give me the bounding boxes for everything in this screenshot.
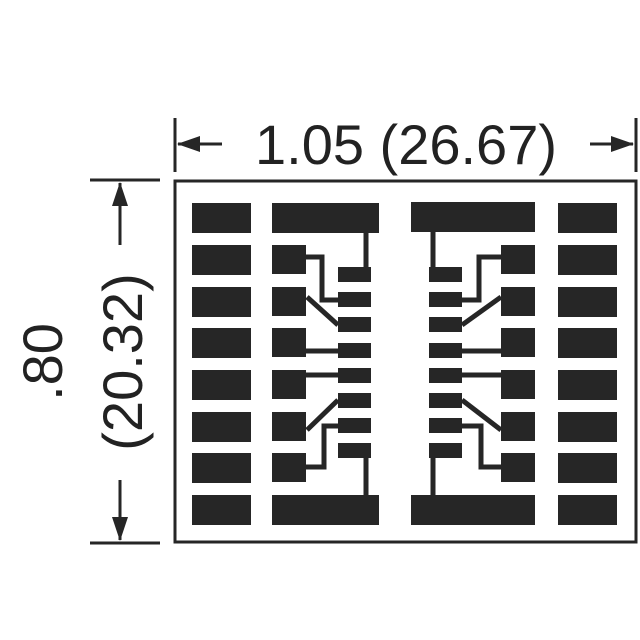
square-pad-left	[272, 328, 306, 357]
square-pad-right	[501, 370, 535, 399]
outer-pad-left	[192, 453, 251, 483]
ic-pad-left	[338, 368, 371, 383]
board-outline	[173, 179, 638, 544]
outer-pad-left	[192, 287, 251, 317]
arrowhead-top	[112, 182, 128, 206]
square-pad-left	[272, 245, 306, 274]
ic-pad-right	[429, 317, 462, 332]
outer-pad-right	[558, 495, 617, 525]
ic-pad-left	[338, 292, 371, 307]
outer-pad-right	[558, 370, 617, 400]
bus-bar-right-bottom	[411, 495, 535, 525]
outer-pad-right	[558, 287, 617, 317]
outer-pad-right	[558, 203, 617, 233]
outer-pad-left	[192, 328, 251, 358]
traces	[305, 232, 503, 495]
square-pad-right	[501, 328, 535, 357]
square-pad-left	[272, 287, 306, 316]
trace	[460, 294, 503, 328]
outer-pad-right	[558, 245, 617, 275]
trace	[306, 423, 338, 470]
square-pad-right	[501, 453, 535, 482]
trace	[462, 254, 501, 303]
height-dimension-mm-label: (20.32)	[91, 273, 154, 450]
ic-pad-right	[429, 443, 462, 458]
square-pad-right	[501, 287, 535, 316]
square-pad-left	[272, 453, 306, 482]
arrowhead-left	[177, 136, 200, 152]
pads	[192, 202, 617, 525]
ic-pad-right	[429, 292, 462, 307]
trace	[462, 423, 501, 470]
outer-pad-left	[192, 203, 251, 233]
arrowheads	[112, 136, 634, 541]
ic-pad-right	[429, 368, 462, 383]
outer-pad-left	[192, 370, 251, 400]
outer-pad-left	[192, 412, 251, 442]
trace	[305, 398, 340, 432]
outer-pad-left	[192, 495, 251, 525]
ic-pad-left	[338, 443, 371, 458]
ic-pad-right	[429, 267, 462, 282]
outer-pad-left	[192, 245, 251, 275]
arrowhead-bottom	[112, 517, 128, 541]
bus-bar-right-top	[411, 202, 535, 232]
square-pad-right	[501, 412, 535, 441]
ic-pad-left	[338, 343, 371, 358]
height-dimension-inch-label: .80	[11, 323, 74, 401]
outer-pad-right	[558, 328, 617, 358]
trace	[305, 295, 340, 327]
ic-pad-right	[429, 343, 462, 358]
ic-pad-right	[429, 393, 462, 408]
outer-pad-right	[558, 453, 617, 483]
outer-pad-right	[558, 412, 617, 442]
trace	[306, 254, 338, 303]
square-pad-left	[272, 370, 306, 399]
ic-pad-right	[429, 418, 462, 433]
ic-pad-left	[338, 418, 371, 433]
ic-pad-left	[338, 267, 371, 282]
bus-bar-left-bottom	[272, 495, 379, 525]
width-dimension-label: 1.05 (26.67)	[255, 113, 557, 176]
square-pad-right	[501, 245, 535, 274]
square-pad-left	[272, 412, 306, 441]
bus-bar-left-top	[272, 203, 379, 233]
ic-pad-left	[338, 393, 371, 408]
trace	[460, 398, 503, 432]
arrowhead-right	[611, 136, 634, 152]
ic-pad-left	[338, 317, 371, 332]
